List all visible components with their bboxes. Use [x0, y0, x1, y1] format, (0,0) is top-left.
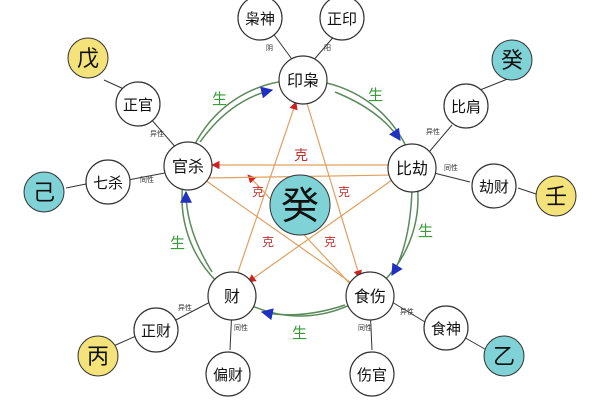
sheng-label: 生	[418, 222, 433, 240]
svg-text:乙: 乙	[493, 345, 515, 370]
sub-node-zheng-yin[interactable]: 正印	[319, 0, 365, 41]
connector-label: 异性	[400, 307, 414, 316]
svg-text:丙: 丙	[87, 345, 109, 370]
sheng-label: 生	[212, 90, 227, 108]
sheng-label: 生	[292, 324, 307, 342]
connector-label: 异性	[178, 303, 192, 312]
ke-label: 克	[324, 235, 336, 249]
svg-text:偏财: 偏财	[213, 366, 243, 384]
connector-label: 同性	[234, 323, 248, 332]
center-node: 癸	[269, 174, 331, 236]
svg-text:七杀: 七杀	[93, 174, 123, 192]
sub-node-zheng-guan[interactable]: 正官	[115, 81, 161, 127]
connector-label: 同性	[358, 323, 372, 332]
sub-node-shang-guan[interactable]: 伤官	[349, 351, 395, 397]
ke-label: 克	[338, 185, 350, 199]
main-node-shi-shang[interactable]: 食伤	[345, 271, 395, 321]
stem-bing[interactable]: 丙	[77, 335, 119, 377]
connector-labels: 阴 阳 异性 同性 异性 同性 异性 同性 异性 同性	[140, 43, 458, 332]
main-node-yin-xiao[interactable]: 印枭	[278, 55, 328, 105]
svg-text:食伤: 食伤	[354, 287, 386, 306]
connector-label: 异性	[426, 127, 440, 136]
svg-text:正印: 正印	[327, 10, 357, 28]
sheng-arrow-yin-to-bi	[334, 91, 401, 141]
sub-node-shi-shen[interactable]: 食神	[423, 305, 469, 351]
main-node-cai[interactable]: 财	[207, 271, 257, 321]
ke-line-bi-cai	[247, 179, 393, 283]
connector-label: 同性	[444, 163, 458, 172]
center-label: 癸	[281, 184, 319, 228]
ke-label: 克	[262, 235, 274, 249]
svg-text:壬: 壬	[545, 185, 567, 210]
svg-text:印枭: 印枭	[287, 71, 319, 90]
svg-text:正财: 正财	[141, 322, 171, 340]
sub-node-jie-cai[interactable]: 劫财	[471, 163, 517, 209]
svg-text:劫财: 劫财	[479, 178, 509, 196]
stem-gui[interactable]: 癸	[491, 39, 533, 81]
connector-label: 阳	[324, 43, 331, 52]
main-node-guan-sha[interactable]: 官杀	[163, 141, 213, 191]
connector-label: 异性	[150, 129, 164, 138]
ke-line-yin-shi	[305, 99, 362, 279]
ke-label: 克	[294, 148, 308, 164]
svg-text:伤官: 伤官	[357, 366, 387, 384]
sheng-label: 生	[368, 86, 383, 104]
sub-node-bi-jian[interactable]: 比肩	[443, 83, 489, 129]
svg-text:癸: 癸	[501, 49, 523, 74]
stem-yi[interactable]: 乙	[483, 335, 525, 377]
main-node-bi-jie[interactable]: 比劫	[387, 143, 437, 193]
sub-node-pian-cai[interactable]: 偏财	[205, 351, 251, 397]
sub-node-xiao-shen[interactable]: 枭神	[237, 0, 283, 41]
ke-line-cai-yin	[235, 101, 298, 279]
svg-text:枭神: 枭神	[245, 10, 275, 28]
stem-wu[interactable]: 戊	[67, 37, 109, 79]
sheng-label: 生	[170, 234, 185, 252]
sheng-arrow-shi-to-cai	[260, 304, 346, 321]
sub-node-zheng-cai[interactable]: 正财	[133, 307, 179, 353]
svg-text:财: 财	[224, 287, 240, 306]
sheng-arrow-cai-to-guan	[180, 190, 213, 273]
svg-text:比肩: 比肩	[451, 98, 481, 116]
svg-text:官杀: 官杀	[172, 157, 204, 176]
svg-text:正官: 正官	[123, 96, 153, 114]
ke-line-guan-shi	[204, 179, 351, 283]
sheng-arrow-guan-to-yin	[199, 86, 274, 143]
stem-ji[interactable]: 己	[23, 171, 65, 213]
svg-text:比劫: 比劫	[396, 159, 428, 178]
svg-text:己: 己	[33, 181, 55, 206]
svg-text:戊: 戊	[77, 47, 99, 72]
svg-text:食神: 食神	[431, 320, 461, 338]
connector-label: 同性	[140, 175, 154, 184]
sheng-arrow-bi-to-shi	[391, 189, 413, 277]
stem-ren[interactable]: 壬	[535, 175, 577, 217]
connector-label: 阴	[266, 43, 273, 52]
sub-node-qi-sha[interactable]: 七杀	[85, 159, 131, 205]
ke-label: 克	[252, 185, 264, 199]
